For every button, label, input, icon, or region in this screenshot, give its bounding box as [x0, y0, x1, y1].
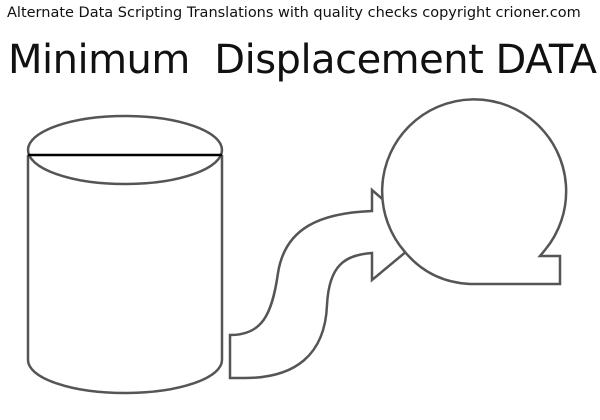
loop-arrow-icon: [380, 98, 568, 286]
database-cylinder-icon: [26, 114, 224, 395]
cylinder-body: [26, 155, 224, 395]
curved-arrow-icon: [228, 187, 427, 380]
page-title: Minimum Displacement DATA: [8, 37, 597, 83]
caption: Alternate Data Scripting Translations wi…: [7, 5, 581, 21]
cylinder-top: [26, 114, 224, 186]
